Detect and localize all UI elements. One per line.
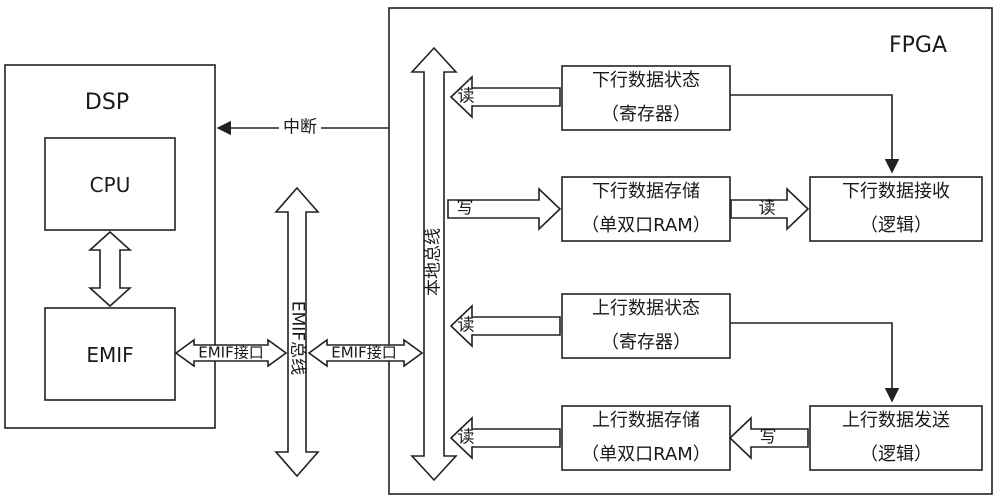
- down-receive-line1: 下行数据接收: [842, 181, 950, 202]
- up-send-line2: （逻辑）: [860, 444, 932, 465]
- dsp-container: [4, 64, 216, 429]
- down-storage-label: 下行数据存储 （单双口RAM）: [581, 175, 711, 243]
- fpga-title: FPGA: [888, 33, 948, 58]
- cpu-label: CPU: [89, 173, 131, 197]
- down-status-line2: （寄存器）: [601, 104, 691, 125]
- up-send-label: 上行数据发送 （逻辑）: [842, 404, 950, 472]
- down-status-box: [561, 65, 731, 131]
- up-storage-box: [561, 405, 731, 471]
- emif-port-right-arrow: [307, 338, 424, 368]
- cpu-box: [44, 137, 176, 231]
- up-status-line2: （寄存器）: [601, 332, 691, 353]
- emif-bus-label: EMIF总线: [287, 300, 308, 376]
- local-bus-arrow: [410, 46, 458, 482]
- write-up-storage-label: 写: [759, 427, 777, 448]
- up-storage-line2: （单双口RAM）: [581, 444, 711, 465]
- write-down-storage-arrow: [447, 187, 562, 231]
- up-status-connector: [730, 322, 900, 403]
- down-receive-label: 下行数据接收 （逻辑）: [842, 175, 950, 243]
- up-storage-label: 上行数据存储 （单双口RAM）: [581, 404, 711, 472]
- write-down-storage-label: 写: [456, 198, 474, 219]
- dsp-title: DSP: [84, 90, 130, 115]
- up-send-line1: 上行数据发送: [842, 410, 950, 431]
- fpga-container: [388, 7, 993, 495]
- up-status-line1: 上行数据状态: [592, 298, 700, 319]
- emif-bus-arrow: [274, 186, 320, 478]
- interrupt-label: 中断: [279, 119, 321, 137]
- down-storage-line2: （单双口RAM）: [581, 215, 711, 236]
- read-up-status-label: 读: [457, 315, 475, 336]
- down-status-connector: [730, 94, 900, 174]
- read-down-status-arrow: [449, 75, 561, 119]
- read-down-status-label: 读: [457, 86, 475, 107]
- up-status-box: [561, 293, 731, 359]
- cpu-emif-arrow: [87, 230, 133, 308]
- up-status-label: 上行数据状态 （寄存器）: [592, 292, 700, 360]
- read-down-storage-arrow: [730, 187, 810, 231]
- read-up-storage-arrow: [449, 416, 561, 460]
- emif-port-right-label: EMIF接口: [331, 343, 397, 362]
- down-receive-line2: （逻辑）: [860, 215, 932, 236]
- down-status-label: 下行数据状态 （寄存器）: [592, 64, 700, 132]
- read-up-status-arrow: [449, 304, 561, 348]
- up-send-box: [809, 405, 983, 471]
- emif-box: [44, 307, 176, 401]
- write-up-storage-arrow: [728, 416, 809, 460]
- emif-port-left-arrow: [174, 338, 288, 368]
- down-storage-line1: 下行数据存储: [592, 181, 700, 202]
- emif-port-left-label: EMIF接口: [198, 343, 264, 362]
- emif-label: EMIF: [86, 343, 134, 367]
- local-bus-label: 本地总线: [423, 228, 444, 296]
- down-receive-box: [809, 176, 983, 242]
- down-storage-box: [561, 176, 731, 242]
- up-storage-line1: 上行数据存储: [592, 410, 700, 431]
- read-up-storage-label: 读: [457, 427, 475, 448]
- down-status-line1: 下行数据状态: [592, 70, 700, 91]
- read-down-storage-label: 读: [758, 198, 776, 219]
